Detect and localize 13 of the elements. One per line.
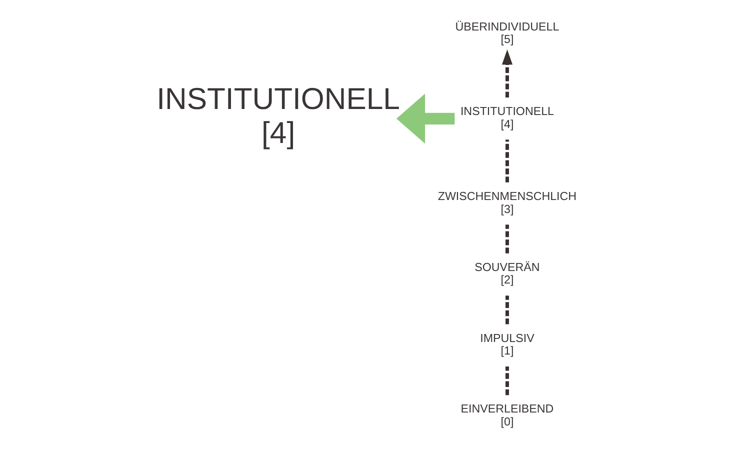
connector bbox=[506, 224, 509, 254]
connector bbox=[506, 140, 509, 182]
connector bbox=[506, 296, 509, 324]
node-text: ZWISCHENMENSCHLICH [3] bbox=[438, 190, 577, 216]
node-text: SOUVERÄN [2] bbox=[474, 260, 540, 287]
arrow bbox=[502, 50, 513, 98]
node-text: INSTITUTIONELL [4] bbox=[460, 105, 554, 131]
node-text: ÜBERINDIVIDUELL [5] bbox=[455, 20, 560, 46]
node-text: EINVERLEIBEND [0] bbox=[460, 402, 554, 428]
node-text: IMPULSIV [1] bbox=[480, 332, 534, 358]
connector bbox=[506, 366, 509, 396]
arrow bbox=[396, 94, 455, 144]
node-text: INSTITUTIONELL [4] bbox=[156, 83, 400, 150]
